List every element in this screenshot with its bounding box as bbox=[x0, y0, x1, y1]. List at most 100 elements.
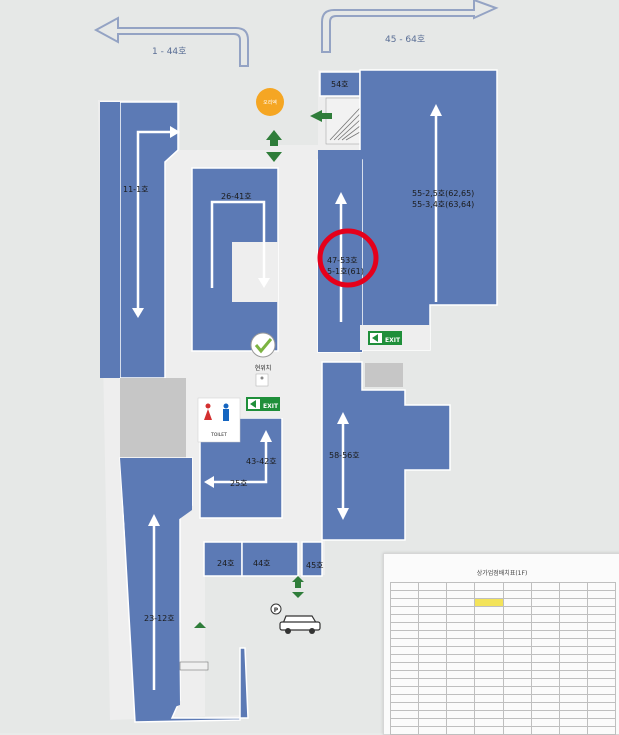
directory-cell bbox=[389, 646, 420, 655]
directory-cell bbox=[446, 638, 476, 647]
label-11-1: 11-1호 bbox=[123, 185, 149, 194]
directory-cell bbox=[446, 590, 476, 599]
directory-cell bbox=[502, 678, 532, 687]
directory-row bbox=[389, 678, 617, 687]
block-44[interactable] bbox=[241, 541, 299, 577]
directory-cell bbox=[558, 662, 588, 671]
directory-cell bbox=[530, 606, 560, 615]
directory-cell bbox=[418, 686, 448, 695]
directory-cell bbox=[502, 710, 532, 719]
directory-cell bbox=[474, 694, 504, 703]
directory-cell bbox=[474, 646, 504, 655]
directory-cell bbox=[502, 702, 532, 711]
directory-row bbox=[389, 670, 617, 679]
directory-cell bbox=[389, 606, 420, 615]
directory-cell bbox=[446, 646, 476, 655]
directory-cell bbox=[530, 686, 560, 695]
elevator-marker[interactable] bbox=[256, 88, 284, 116]
directory-cell bbox=[418, 614, 448, 623]
directory-row bbox=[389, 710, 617, 719]
directory-cell bbox=[474, 622, 504, 631]
directory-cell bbox=[586, 646, 617, 655]
block-45[interactable] bbox=[301, 541, 323, 577]
you-are-here-marker[interactable] bbox=[250, 332, 276, 358]
block-54[interactable] bbox=[319, 71, 361, 97]
label-23-12: 23-12호 bbox=[144, 614, 175, 623]
directory-row bbox=[389, 614, 617, 623]
block-24[interactable] bbox=[203, 541, 243, 577]
directory-table bbox=[389, 582, 617, 735]
directory-cell bbox=[558, 702, 588, 711]
directory-cell bbox=[502, 646, 532, 655]
directory-row bbox=[389, 718, 617, 727]
directory-cell bbox=[446, 726, 476, 735]
directory-cell bbox=[502, 718, 532, 727]
directory-cell bbox=[446, 670, 476, 679]
directory-cell bbox=[558, 630, 588, 639]
male-icon bbox=[223, 403, 229, 421]
directory-cell bbox=[446, 654, 476, 663]
directory-cell bbox=[530, 638, 560, 647]
directory-cell bbox=[474, 662, 504, 671]
directory-cell bbox=[389, 686, 420, 695]
directory-cell bbox=[586, 702, 617, 711]
directory-cell bbox=[389, 694, 420, 703]
directory-title: 상가업점배치표(1F) bbox=[476, 570, 528, 577]
exit-label-upper: EXIT bbox=[385, 337, 401, 344]
label-54: 54호 bbox=[331, 80, 349, 89]
directory-cell bbox=[446, 614, 476, 623]
directory-cell bbox=[389, 726, 420, 735]
directory-cell bbox=[530, 726, 560, 735]
directory-cell bbox=[558, 726, 588, 735]
directory-cell bbox=[389, 702, 420, 711]
directory-cell bbox=[446, 710, 476, 719]
exit-sign-lower[interactable] bbox=[246, 397, 280, 411]
directory-cell bbox=[418, 638, 448, 647]
directory-cell bbox=[502, 662, 532, 671]
directory-cell bbox=[558, 678, 588, 687]
directory-cell bbox=[586, 654, 617, 663]
directory-cell bbox=[502, 654, 532, 663]
female-icon bbox=[204, 403, 212, 420]
flow-arrowheads bbox=[132, 104, 442, 526]
directory-cell bbox=[558, 654, 588, 663]
label-24: 24호 bbox=[217, 559, 235, 568]
directory-cell bbox=[586, 662, 617, 671]
directory-row bbox=[389, 622, 617, 631]
directory-row bbox=[389, 598, 617, 607]
direction-label-left: 1 - 44호 bbox=[152, 46, 186, 57]
highlight-circle bbox=[317, 228, 379, 288]
directory-cell bbox=[446, 606, 476, 615]
directory-cell bbox=[558, 638, 588, 647]
directory-cell bbox=[558, 686, 588, 695]
exit-sign-upper[interactable] bbox=[368, 331, 402, 345]
directory-cell bbox=[558, 606, 588, 615]
directory-cell bbox=[418, 598, 448, 607]
directory-cell bbox=[530, 582, 560, 591]
directory-cell bbox=[558, 718, 588, 727]
toilet-label: TOILET bbox=[210, 432, 227, 438]
directory-cell bbox=[586, 726, 617, 735]
label-26-41: 26-41호 bbox=[221, 192, 252, 201]
directory-cell bbox=[446, 694, 476, 703]
directory-cell bbox=[530, 598, 560, 607]
directory-cell bbox=[446, 718, 476, 727]
directory-cell bbox=[474, 670, 504, 679]
directory-cell bbox=[389, 590, 420, 599]
directory-cell bbox=[418, 590, 448, 599]
directory-cell bbox=[474, 630, 504, 639]
directory-cell bbox=[530, 718, 560, 727]
elevator-label: 오리엑 bbox=[263, 99, 277, 106]
directory-cell bbox=[558, 582, 588, 591]
directory-row bbox=[389, 686, 617, 695]
directory-cell bbox=[530, 702, 560, 711]
directory-row bbox=[389, 590, 617, 599]
directory-cell bbox=[502, 622, 532, 631]
arrow-right-direction bbox=[321, 0, 499, 53]
parking-icon[interactable] bbox=[270, 603, 321, 634]
directory-cell bbox=[502, 606, 532, 615]
directory-row bbox=[389, 654, 617, 663]
directory-row bbox=[389, 638, 617, 647]
directory-cell bbox=[586, 710, 617, 719]
block-58-56[interactable] bbox=[321, 361, 451, 541]
